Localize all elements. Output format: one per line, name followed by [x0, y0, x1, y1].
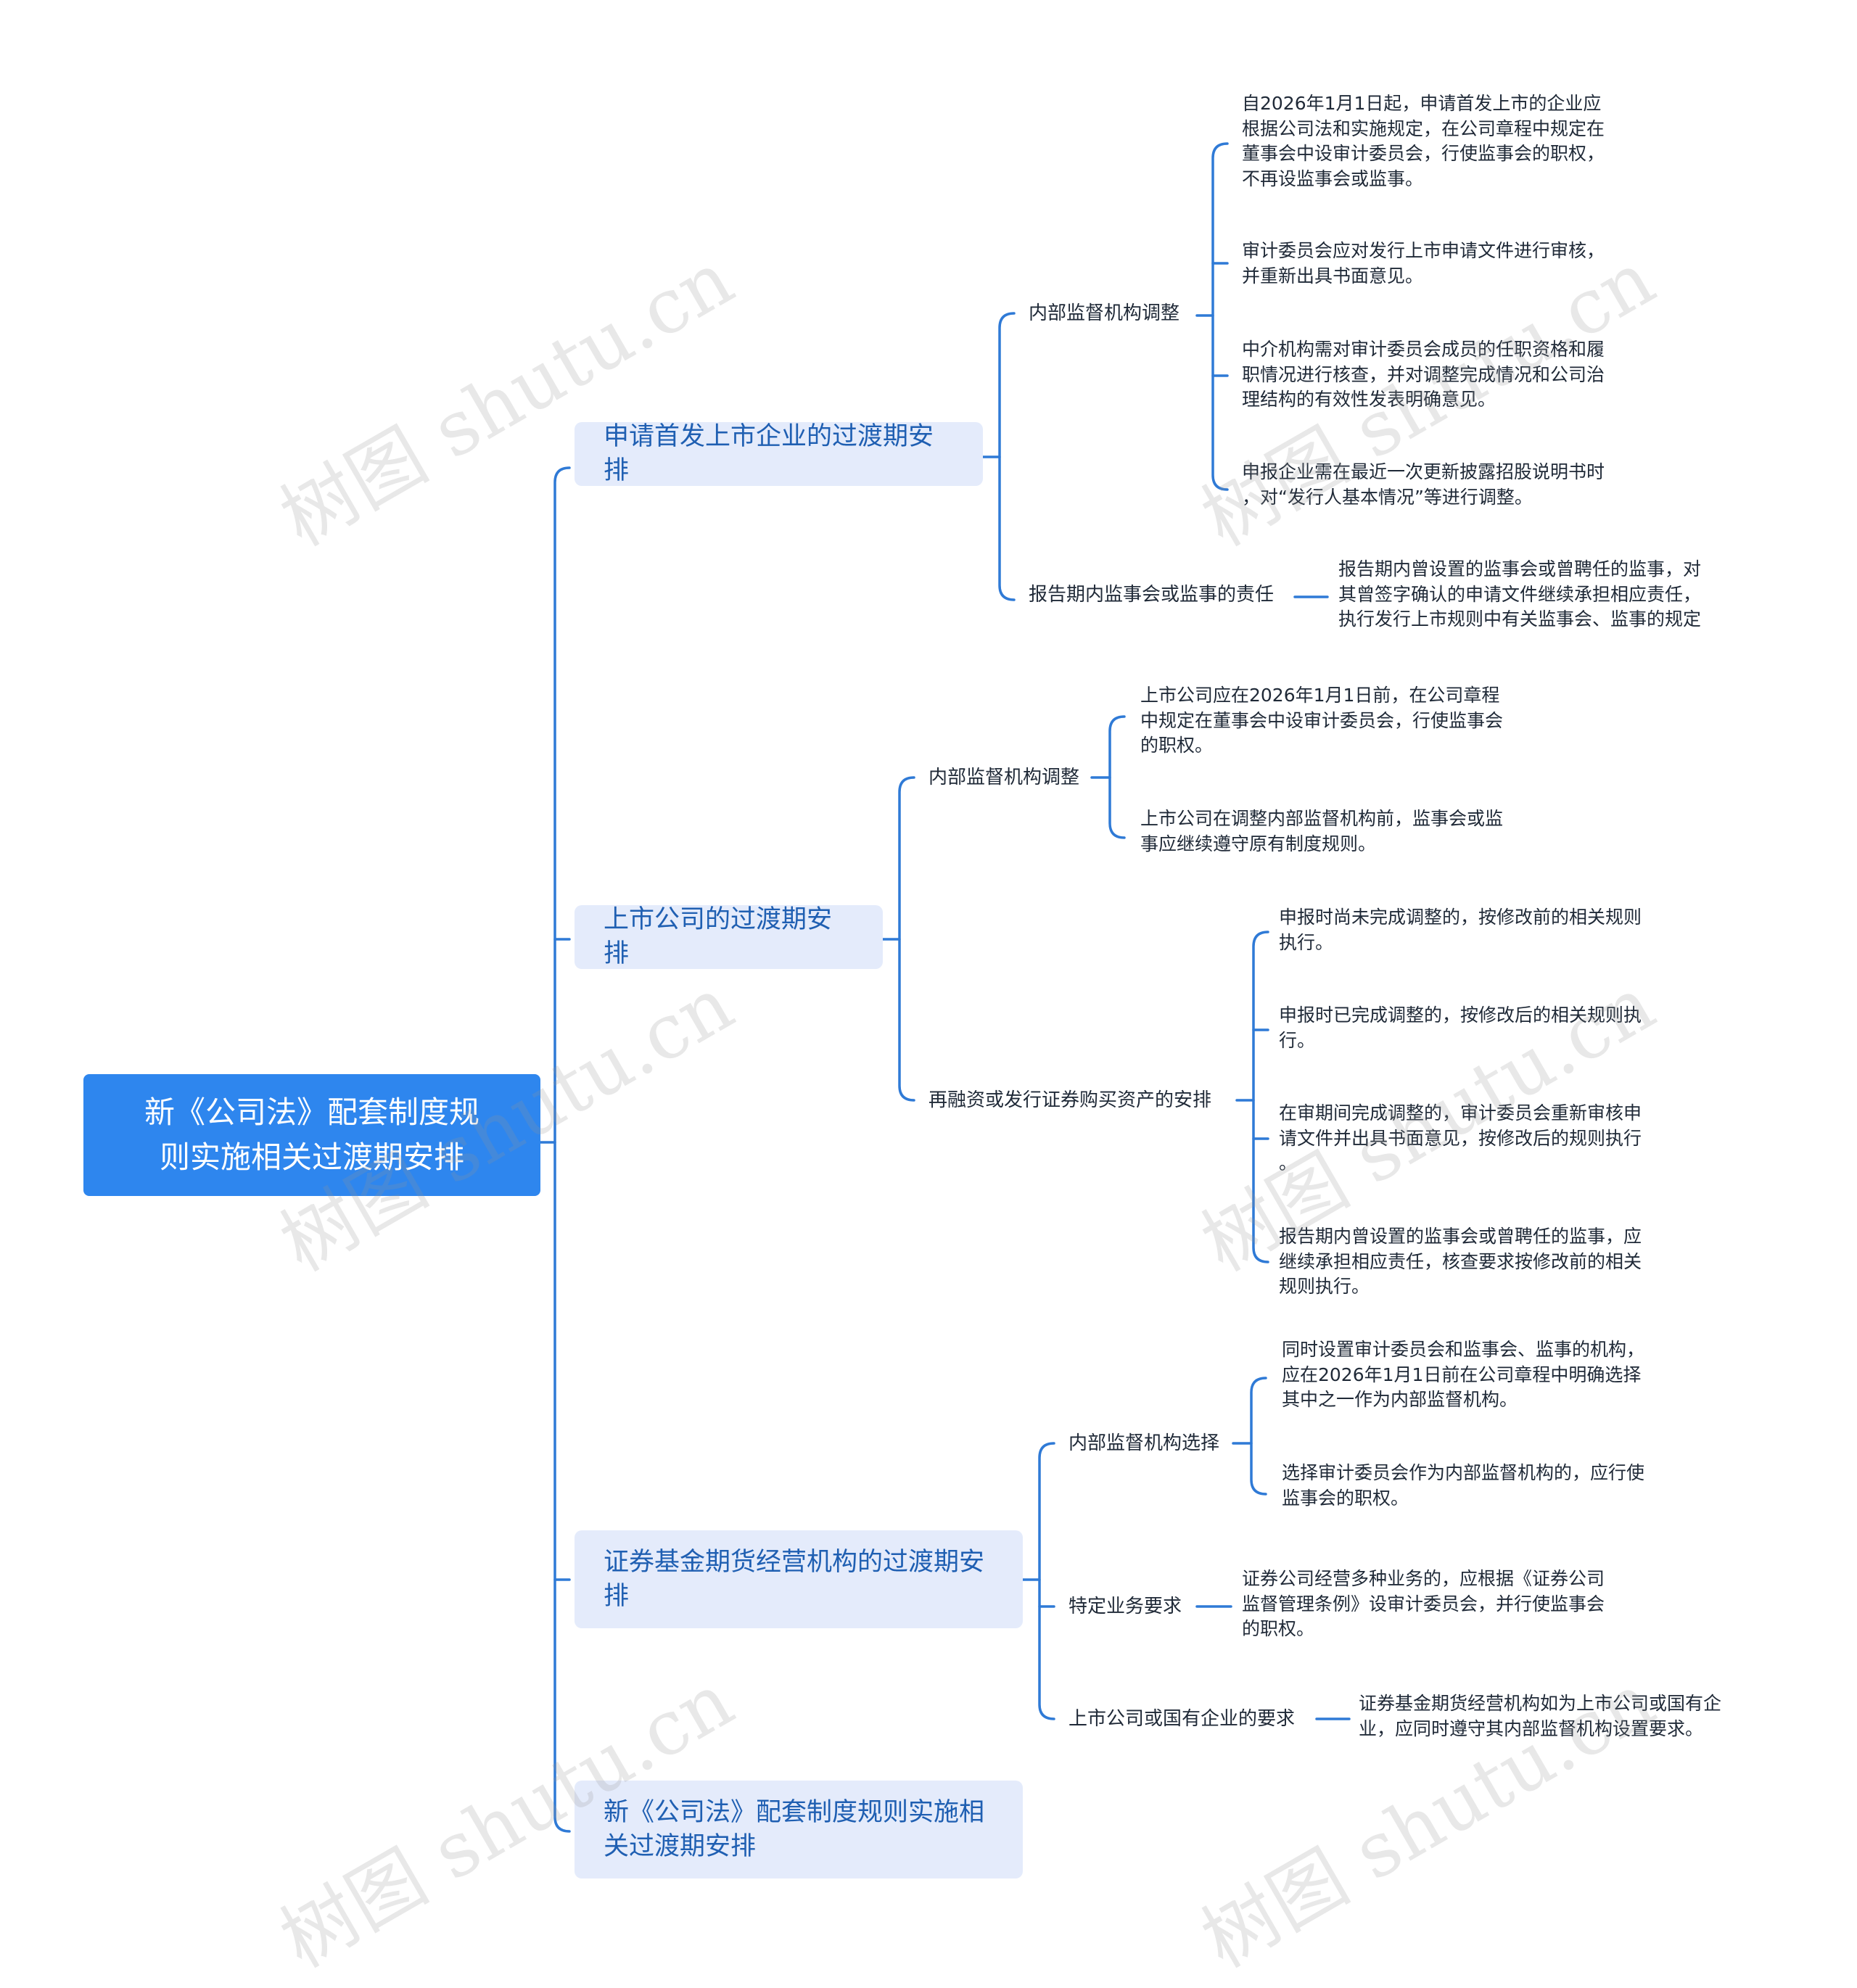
- leaf-topic[interactable]: 上市公司在调整内部监督机构前，监事会或监 事应继续遵守原有制度规则。: [1140, 807, 1503, 857]
- leaf-line: 证券公司经营多种业务的，应根据《证券公司: [1242, 1568, 1605, 1589]
- leaf-topic[interactable]: 证券基金期货经营机构如为上市公司或国有企 业，应同时遵守其内部监督机构设置要求。: [1359, 1691, 1721, 1741]
- root-line-2: 则实施相关过渡期安排: [159, 1139, 464, 1175]
- leaf-line: 中介机构需对审计委员会成员的任职资格和履: [1242, 339, 1605, 360]
- branch-topic[interactable]: 新《公司法》配套制度规则实施相关过渡期安排: [575, 1781, 1023, 1878]
- leaf-topic[interactable]: 自2026年1月1日起，申请首发上市的企业应 根据公司法和实施规定，在公司章程中…: [1242, 91, 1605, 191]
- leaf-line: 监事会的职权。: [1282, 1487, 1409, 1509]
- leaf-line: 审计委员会应对发行上市申请文件进行审核，: [1242, 240, 1605, 261]
- leaf-line: 。: [1279, 1152, 1298, 1174]
- subtopic[interactable]: 报告期内监事会或监事的责任: [1029, 584, 1275, 606]
- leaf-line: 在审期间完成调整的，审计委员会重新审核申: [1279, 1102, 1642, 1123]
- leaf-line: 上市公司应在2026年1月1日前，在公司章程: [1140, 685, 1500, 706]
- branch-title: 排: [604, 1581, 630, 1611]
- branch-title: 新《公司法》配套制度规则实施相: [604, 1797, 985, 1827]
- leaf-topic[interactable]: 报告期内曾设置的监事会或曾聘任的监事，应 继续承担相应责任，核查要求按修改前的相…: [1279, 1224, 1642, 1300]
- subtopic[interactable]: 内部监督机构调整: [1029, 302, 1180, 324]
- root-line-1: 新《公司法》配套制度规: [144, 1094, 479, 1130]
- branch-title: 证券基金期货经营机构的过渡期安: [604, 1547, 985, 1577]
- subtopic[interactable]: 特定业务要求: [1069, 1596, 1182, 1617]
- leaf-line: 监督管理条例》设审计委员会，并行使监事会: [1242, 1593, 1605, 1614]
- leaf-line: 选择审计委员会作为内部监督机构的，应行使: [1282, 1462, 1645, 1483]
- leaf-topic[interactable]: 选择审计委员会作为内部监督机构的，应行使 监事会的职权。: [1282, 1461, 1644, 1511]
- leaf-topic[interactable]: 审计委员会应对发行上市申请文件进行审核， 并重新出具书面意见。: [1242, 239, 1605, 289]
- leaf-line: 执行发行上市规则中有关监事会、监事的规定: [1338, 609, 1702, 630]
- subtopic[interactable]: 上市公司或国有企业的要求: [1069, 1708, 1296, 1730]
- leaf-topic[interactable]: 中介机构需对审计委员会成员的任职资格和履 职情况进行核查，并对调整完成情况和公司…: [1242, 337, 1605, 413]
- subtopic[interactable]: 再融资或发行证券购买资产的安排: [928, 1089, 1212, 1111]
- leaf-topic[interactable]: 申报企业需在最近一次更新披露招股说明书时 ，对“发行人基本情况”等进行调整。: [1242, 460, 1605, 510]
- leaf-line: 董事会中设审计委员会，行使监事会的职权，: [1242, 143, 1605, 164]
- leaf-line: 申报时已完成调整的，按修改后的相关规则执: [1279, 1005, 1642, 1026]
- leaf-line: 不再设监事会或监事。: [1242, 168, 1424, 189]
- leaf-line: 自2026年1月1日起，申请首发上市的企业应: [1242, 93, 1602, 114]
- leaf-line: 并重新出具书面意见。: [1242, 265, 1424, 286]
- leaf-line: 执行。: [1279, 931, 1334, 953]
- branch-topic[interactable]: 证券基金期货经营机构的过渡期安排: [575, 1530, 1023, 1628]
- leaf-line: 根据公司法和实施规定，在公司章程中规定在: [1242, 117, 1605, 139]
- branch-title: 关过渡期安排: [604, 1831, 757, 1861]
- leaf-line: 上市公司在调整内部监督机构前，监事会或监: [1140, 808, 1504, 829]
- leaf-line: 继续承担相应责任，核查要求按修改前的相关: [1279, 1250, 1642, 1272]
- subtopic[interactable]: 内部监督机构调整: [928, 767, 1080, 788]
- leaf-topic[interactable]: 申报时已完成调整的，按修改后的相关规则执 行。: [1279, 1003, 1642, 1053]
- leaf-line: 证券基金期货经营机构如为上市公司或国有企: [1359, 1693, 1722, 1714]
- leaf-line: 报告期内曾设置的监事会或曾聘任的监事，应: [1279, 1226, 1642, 1247]
- leaf-line: 规则执行。: [1279, 1276, 1370, 1297]
- leaf-topic[interactable]: 在审期间完成调整的，审计委员会重新审核申 请文件并出具书面意见，按修改后的规则执…: [1279, 1101, 1642, 1176]
- leaf-line: 应在2026年1月1日前在公司章程中明确选择: [1282, 1364, 1642, 1385]
- leaf-line: 的职权。: [1140, 735, 1214, 756]
- leaf-line: 的职权。: [1242, 1618, 1315, 1639]
- leaf-line: 请文件并出具书面意见，按修改后的规则执行: [1279, 1127, 1642, 1149]
- leaf-line: 其曾签字确认的申请文件继续承担相应责任，: [1338, 583, 1702, 605]
- leaf-topic[interactable]: 同时设置审计委员会和监事会、监事的机构， 应在2026年1月1日前在公司章程中明…: [1282, 1337, 1644, 1413]
- branch-topic[interactable]: 上市公司的过渡期安排: [575, 905, 883, 969]
- leaf-line: 报告期内曾设置的监事会或曾聘任的监事，对: [1338, 558, 1702, 580]
- leaf-line: 同时设置审计委员会和监事会、监事的机构，: [1282, 1339, 1645, 1360]
- branch-title: 上市公司的过渡期安排: [604, 905, 833, 968]
- subtopic[interactable]: 内部监督机构选择: [1069, 1432, 1220, 1454]
- branch-topic[interactable]: 申请首发上市企业的过渡期安排: [575, 422, 983, 486]
- leaf-topic[interactable]: 上市公司应在2026年1月1日前，在公司章程 中规定在董事会中设审计委员会，行使…: [1140, 683, 1503, 759]
- leaf-line: 理结构的有效性发表明确意见。: [1242, 389, 1496, 410]
- leaf-line: ，对“发行人基本情况”等进行调整。: [1242, 486, 1533, 508]
- leaf-line: 其中之一作为内部监督机构。: [1282, 1389, 1518, 1410]
- leaf-topic[interactable]: 申报时尚未完成调整的，按修改前的相关规则 执行。: [1279, 905, 1642, 955]
- leaf-topic[interactable]: 证券公司经营多种业务的，应根据《证券公司 监督管理条例》设审计委员会，并行使监事…: [1242, 1567, 1605, 1642]
- leaf-topic[interactable]: 报告期内曾设置的监事会或曾聘任的监事，对 其曾签字确认的申请文件继续承担相应责任…: [1338, 557, 1701, 632]
- branch-title: 申请首发上市企业的过渡期安排: [604, 422, 934, 485]
- leaf-line: 职情况进行核查，并对调整完成情况和公司治: [1242, 363, 1605, 385]
- leaf-line: 业，应同时遵守其内部监督机构设置要求。: [1359, 1717, 1704, 1739]
- leaf-line: 申报企业需在最近一次更新披露招股说明书时: [1242, 461, 1605, 482]
- leaf-line: 申报时尚未完成调整的，按修改前的相关规则: [1279, 907, 1642, 928]
- leaf-line: 中规定在董事会中设审计委员会，行使监事会: [1140, 709, 1504, 731]
- leaf-line: 行。: [1279, 1029, 1316, 1051]
- leaf-line: 事应继续遵守原有制度规则。: [1140, 833, 1377, 854]
- root-topic[interactable]: 新《公司法》配套制度规则实施相关过渡期安排: [83, 1074, 540, 1196]
